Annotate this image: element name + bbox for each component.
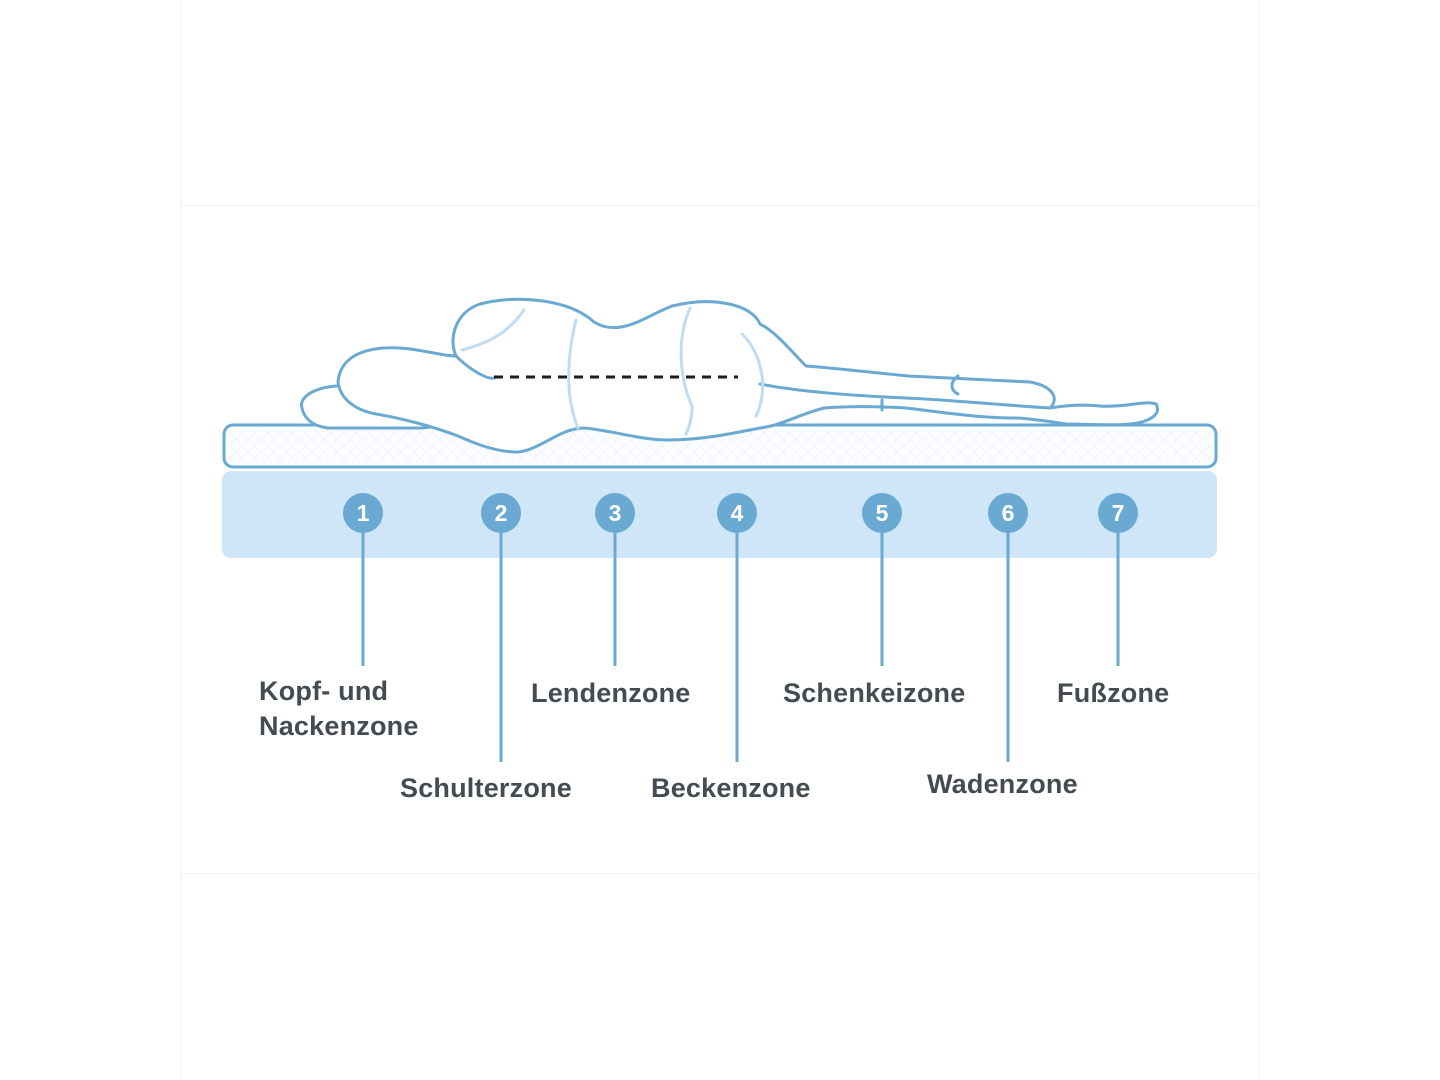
zone-leader-lines	[361, 530, 1120, 762]
zone-number-2: 2	[495, 500, 508, 526]
zone-label-4: Beckenzone	[651, 773, 811, 803]
zone-label-5: Schenkeizone	[783, 678, 966, 708]
arm-outline	[454, 354, 496, 380]
leg-outline	[758, 382, 1052, 410]
zone-marker-3: 3	[595, 493, 635, 533]
zone-marker-7: 7	[1098, 493, 1138, 533]
zone-number-6: 6	[1002, 500, 1015, 526]
zone-label-3: Lendenzone	[531, 678, 691, 708]
zone-marker-2: 2	[481, 493, 521, 533]
body-contour-lines	[460, 306, 765, 436]
knee-detail	[950, 374, 960, 396]
zone-marker-6: 6	[988, 493, 1028, 533]
zone-label-7: Fußzone	[1057, 678, 1170, 708]
zone-label-6: Wadenzone	[927, 769, 1078, 799]
zone-number-5: 5	[876, 500, 889, 526]
zone-marker-1: 1	[343, 493, 383, 533]
sleeping-person-figure	[300, 297, 1159, 454]
body-outline	[336, 297, 1159, 454]
frame-bottom-line	[180, 873, 1260, 874]
zone-label-2: Schulterzone	[400, 773, 572, 803]
zone-number-3: 3	[609, 500, 622, 526]
image-frame	[180, 0, 1260, 1080]
zone-marker-4: 4	[717, 493, 757, 533]
zone-label-1: Kopf- und Nackenzone	[259, 676, 419, 741]
zone-number-7: 7	[1112, 500, 1125, 526]
zone-marker-5: 5	[862, 493, 902, 533]
frame-top-line	[180, 205, 1260, 206]
zone-number-4: 4	[731, 500, 744, 526]
zone-number-1: 1	[357, 500, 370, 526]
